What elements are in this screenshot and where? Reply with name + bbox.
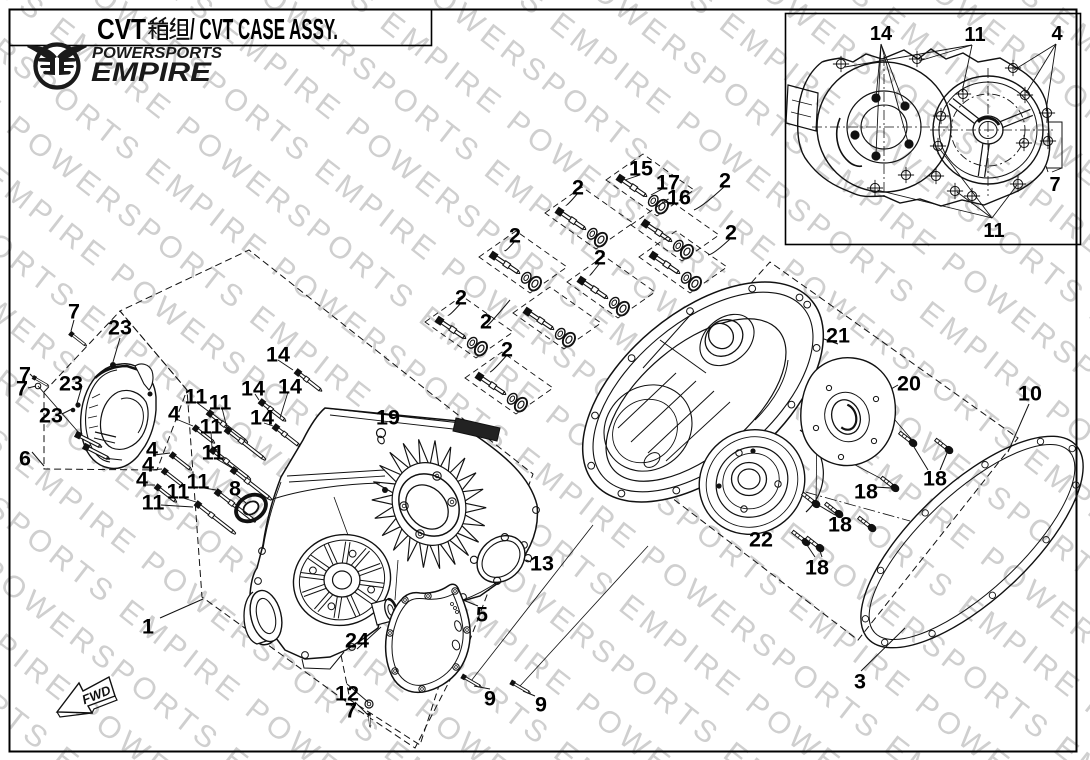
svg-text:2: 2	[725, 221, 737, 245]
svg-text:6: 6	[19, 447, 31, 471]
svg-text:7: 7	[68, 300, 80, 324]
svg-text:11: 11	[185, 385, 208, 409]
svg-text:4: 4	[146, 438, 158, 462]
svg-text:23: 23	[39, 404, 63, 428]
svg-text:11: 11	[209, 391, 232, 415]
svg-text:2: 2	[572, 176, 584, 200]
svg-text:23: 23	[59, 372, 83, 396]
svg-text:17: 17	[656, 171, 680, 195]
svg-text:14: 14	[278, 375, 302, 399]
svg-text:CVT: CVT	[97, 14, 146, 46]
svg-text:18: 18	[854, 480, 878, 504]
svg-text:3: 3	[854, 670, 866, 694]
svg-text:14: 14	[870, 23, 893, 45]
svg-text:11: 11	[200, 415, 223, 439]
svg-text:11: 11	[187, 470, 210, 494]
svg-text:14: 14	[250, 406, 274, 430]
svg-text:5: 5	[476, 603, 488, 627]
svg-text:/ CVT CASE ASSY.: / CVT CASE ASSY.	[190, 14, 338, 46]
svg-text:15: 15	[629, 157, 653, 181]
svg-text:24: 24	[345, 629, 369, 653]
svg-text:21: 21	[826, 324, 850, 348]
svg-text:7: 7	[345, 699, 357, 723]
svg-text:23: 23	[108, 316, 132, 340]
svg-text:11: 11	[142, 491, 165, 515]
svg-text:18: 18	[923, 467, 947, 491]
svg-text:12: 12	[335, 682, 359, 706]
svg-text:9: 9	[484, 687, 496, 711]
svg-text:2: 2	[480, 310, 492, 334]
svg-text:2: 2	[509, 224, 521, 248]
svg-text:22: 22	[749, 528, 773, 552]
svg-text:7: 7	[19, 363, 31, 387]
svg-text:2: 2	[594, 246, 606, 270]
svg-text:11: 11	[983, 220, 1004, 242]
svg-text:7: 7	[16, 377, 28, 401]
svg-text:4: 4	[1051, 23, 1063, 45]
svg-text:4: 4	[142, 453, 154, 477]
svg-text:13: 13	[530, 552, 554, 576]
svg-text:16: 16	[667, 186, 691, 210]
svg-text:2: 2	[455, 286, 467, 310]
svg-text:9: 9	[535, 693, 547, 717]
svg-text:19: 19	[376, 406, 400, 430]
svg-text:11: 11	[167, 480, 190, 504]
svg-text:20: 20	[897, 372, 921, 396]
svg-text:POWERSPORTS: POWERSPORTS	[92, 45, 223, 62]
svg-text:1: 1	[142, 615, 154, 639]
svg-text:11: 11	[202, 441, 225, 465]
svg-text:EMPIRE: EMPIRE	[91, 57, 212, 87]
svg-text:2: 2	[501, 338, 513, 362]
svg-text:14: 14	[266, 343, 290, 367]
svg-text:18: 18	[828, 513, 852, 537]
svg-text:2: 2	[719, 169, 731, 193]
svg-text:4: 4	[168, 402, 180, 426]
svg-text:10: 10	[1018, 382, 1042, 406]
svg-text:8: 8	[229, 477, 241, 501]
svg-text:14: 14	[241, 377, 265, 401]
svg-text:7: 7	[1049, 174, 1060, 196]
svg-text:18: 18	[805, 556, 829, 580]
svg-text:4: 4	[136, 468, 148, 492]
svg-text:11: 11	[964, 24, 985, 46]
